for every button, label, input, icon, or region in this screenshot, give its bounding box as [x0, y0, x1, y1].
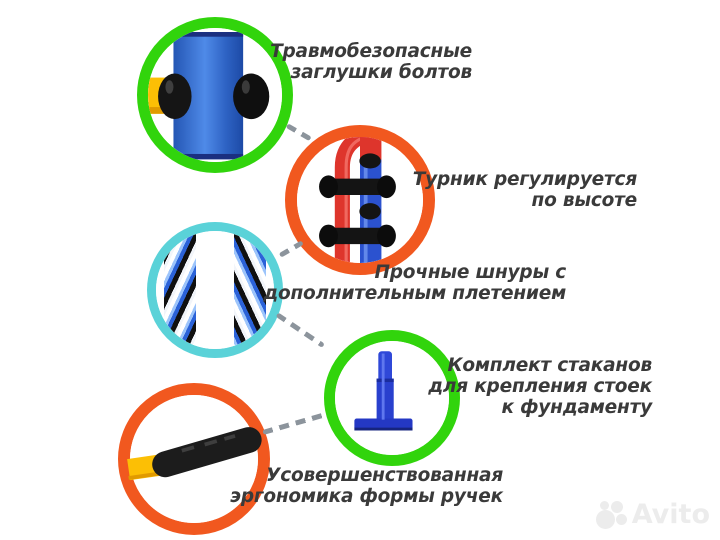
braided-cord-right-icon: [233, 231, 266, 349]
connector-line-1: [285, 123, 312, 142]
connector-line-4: [262, 411, 330, 435]
bolt-caps-photo: [148, 28, 282, 162]
callout-bubble-foundation-cups: [324, 330, 460, 466]
braided-cord-left-icon: [164, 231, 197, 349]
pullup-bar-photo: [297, 137, 423, 263]
avito-logo-icon: [595, 501, 629, 529]
callout-bubble-bolt-caps: [137, 17, 293, 173]
callout-label-foundation-cups: Комплект стаканов для крепления стоек к …: [428, 355, 652, 418]
callout-bubble-handles: [118, 383, 270, 535]
callout-label-pullup-bar: Турник регулируется по высоте: [412, 169, 638, 211]
pullup-bar-image-icon: [319, 137, 396, 263]
callout-label-cords: Прочные шнуры с дополнительным плетением: [263, 262, 566, 304]
callout-label-bolt-caps: Травмобезопасные заглушки болтов: [270, 41, 472, 83]
connector-line-2: [278, 240, 304, 258]
foundation-cup-image-icon: [354, 351, 413, 431]
callout-label-handles: Усовершенствованная эргономика формы руч…: [230, 465, 503, 507]
foundation-cup-photo: [335, 341, 449, 455]
connector-line-3: [275, 312, 325, 348]
callout-bubble-cords: [147, 222, 283, 358]
avito-watermark: Avito: [595, 499, 710, 530]
cords-photo: [156, 231, 274, 349]
bolt-caps-image-icon: [148, 32, 270, 160]
avito-wordmark: Avito: [631, 499, 710, 530]
